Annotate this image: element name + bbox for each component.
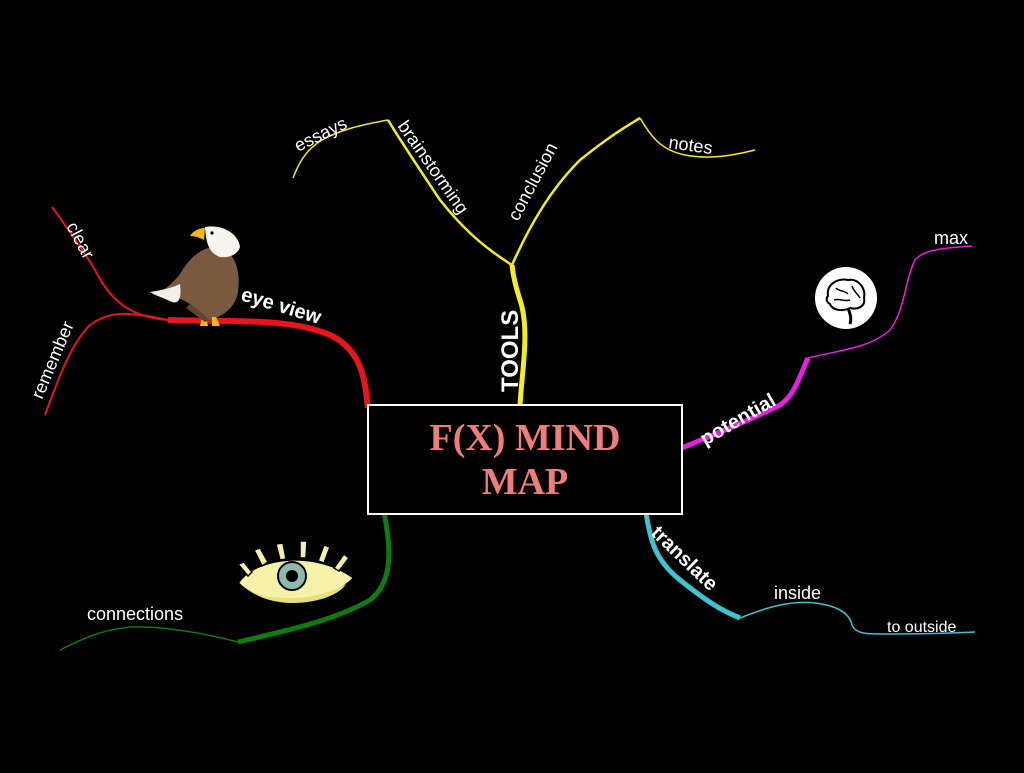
brain-icon — [815, 267, 877, 329]
green-main-branch — [237, 511, 392, 645]
red-branch-remember — [44, 312, 169, 416]
yellow-branch-brainstorming — [386, 119, 513, 267]
green-branch-connections — [59, 626, 239, 651]
label-to-outside: to outside — [887, 619, 956, 636]
central-topic-title: F(X) MIND MAP — [429, 416, 621, 503]
central-topic-box: F(X) MIND MAP — [367, 404, 683, 515]
label-clear: clear — [62, 218, 98, 262]
label-brainstorming: brainstorming — [394, 117, 473, 218]
cyan-main-branch — [643, 511, 741, 621]
label-essays: essays — [291, 113, 350, 156]
label-remember: remember — [27, 318, 77, 401]
eagle-icon — [150, 226, 240, 326]
magenta-main-branch — [681, 356, 811, 451]
cyan-branch-inside — [739, 601, 976, 635]
label-notes: notes — [667, 132, 713, 158]
yellow-main-branch — [509, 264, 528, 406]
eye-icon — [236, 540, 356, 615]
magenta-branch-max — [807, 245, 973, 359]
yellow-branch-conclusion — [510, 116, 641, 266]
label-inside: inside — [774, 583, 821, 603]
label-connections: connections — [87, 604, 183, 624]
label-conclusion: conclusion — [504, 139, 562, 223]
label-max: max — [934, 228, 968, 248]
red-main-branch — [167, 317, 371, 409]
yellow-branch-essays — [292, 119, 389, 179]
yellow-branch-notes — [639, 117, 756, 158]
label-potential: potential — [697, 390, 780, 451]
label-tools: TOOLS — [497, 310, 524, 392]
